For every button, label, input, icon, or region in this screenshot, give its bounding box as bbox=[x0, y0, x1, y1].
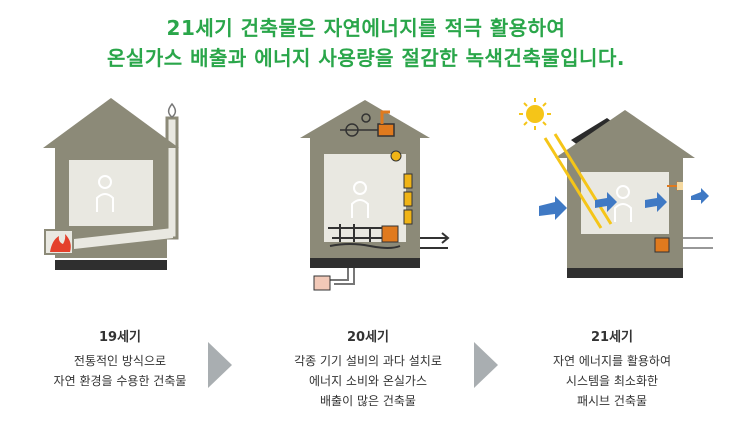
house-19c-illustration bbox=[43, 98, 179, 270]
wind-arrow-icon bbox=[539, 188, 709, 220]
house-20c-illustration bbox=[295, 100, 450, 291]
foundation bbox=[310, 258, 420, 268]
caption-title: 19세기 bbox=[98, 330, 141, 345]
outdoor-unit bbox=[313, 275, 331, 291]
roof bbox=[555, 110, 695, 158]
pipework bbox=[328, 224, 401, 249]
roof bbox=[300, 100, 430, 138]
person-icon bbox=[614, 185, 632, 222]
house-21c-illustration bbox=[519, 98, 713, 278]
chimney-smoke-icon bbox=[167, 102, 177, 118]
caption-line: 패시브 건축물 bbox=[576, 394, 648, 408]
ground-line bbox=[683, 237, 713, 249]
caption-title: 20세기 bbox=[346, 330, 389, 345]
person-icon bbox=[96, 175, 114, 212]
sun-icon bbox=[519, 98, 551, 130]
interior bbox=[69, 160, 153, 226]
caption-line: 시스템을 최소화한 bbox=[565, 374, 659, 388]
caption-20c: 20세기 각종 기기 설비의 과다 설치로 에너지 소비와 온실가스 배출이 많… bbox=[248, 326, 488, 411]
roof bbox=[43, 98, 179, 148]
flue bbox=[65, 228, 173, 250]
foundation bbox=[567, 268, 683, 278]
caption-line: 자연 환경을 수용한 건축물 bbox=[53, 374, 187, 388]
vent-unit bbox=[677, 182, 683, 190]
caption-line: 전통적인 방식으로 bbox=[73, 354, 167, 368]
headline-line-1: 21세기 건축물은 자연에너지를 적극 활용하여 bbox=[166, 16, 566, 40]
chevron-right-icon bbox=[474, 342, 498, 388]
caption-line: 자연 에너지를 활용하여 bbox=[552, 354, 672, 368]
caption-line: 배출이 많은 건축물 bbox=[320, 394, 416, 408]
caption-line: 각종 기기 설비의 과다 설치로 bbox=[294, 354, 442, 368]
caption-title: 21세기 bbox=[590, 330, 633, 345]
caption-19c: 19세기 전통적인 방식으로 자연 환경을 수용한 건축물 bbox=[0, 326, 240, 391]
boiler bbox=[381, 225, 399, 243]
fire-icon bbox=[50, 234, 71, 252]
rooftop-equipment bbox=[340, 110, 395, 137]
side-units bbox=[390, 150, 413, 225]
caption-21c: 21세기 자연 에너지를 활용하여 시스템을 최소화한 패시브 건축물 bbox=[492, 326, 732, 411]
caption-line: 에너지 소비와 온실가스 bbox=[308, 374, 428, 388]
sunlight-rays bbox=[543, 133, 613, 229]
foundation bbox=[55, 260, 167, 270]
headline-line-2: 온실가스 배출과 에너지 사용량을 절감한 녹색건축물입니다. bbox=[107, 46, 625, 70]
vent-arrow bbox=[295, 192, 310, 213]
person-icon bbox=[351, 181, 369, 218]
heat-recovery-unit bbox=[654, 237, 670, 253]
exhaust-arrow bbox=[420, 232, 450, 244]
chimney bbox=[165, 116, 179, 240]
chevron-right-icon bbox=[208, 342, 232, 388]
